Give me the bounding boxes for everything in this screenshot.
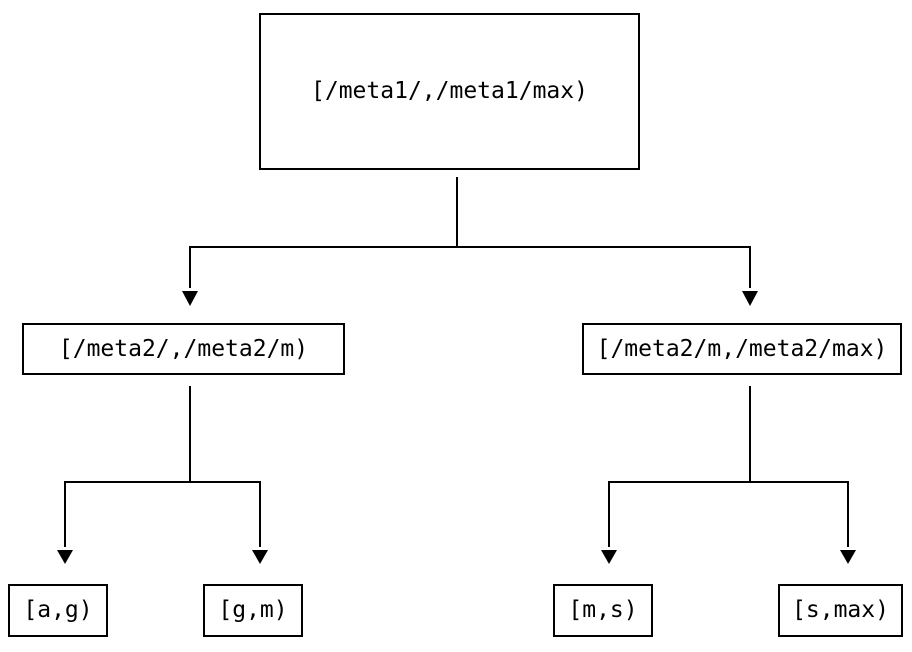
connector-right-children [601, 386, 856, 564]
connector-root-children [182, 177, 758, 306]
tree-node-mid-left: [/meta2/,/meta2/m) [22, 323, 345, 375]
tree-node-leaf-ag: [a,g) [8, 584, 108, 637]
tree-node-leaf-ms: [m,s) [553, 584, 653, 637]
tree-node-leaf-smax: [s,max) [778, 584, 903, 637]
tree-node-label: [/meta2/,/meta2/m) [58, 335, 309, 362]
arrowhead-down-icon [742, 291, 758, 306]
tree-node-label: [/meta2/m,/meta2/max) [596, 335, 888, 362]
tree-node-label: [m,s) [568, 597, 638, 623]
arrowhead-down-icon [252, 550, 268, 564]
arrowhead-down-icon [182, 291, 198, 306]
tree-node-leaf-gm: [g,m) [203, 584, 303, 637]
tree-node-label: [g,m) [218, 597, 288, 623]
tree-node-label: [/meta1/,/meta1/max) [311, 78, 588, 104]
tree-node-label: [s,max) [792, 597, 889, 623]
connector-left-children [57, 386, 268, 564]
arrowhead-down-icon [840, 550, 856, 564]
arrowhead-down-icon [601, 550, 617, 564]
tree-node-mid-right: [/meta2/m,/meta2/max) [582, 323, 902, 375]
tree-node-root: [/meta1/,/meta1/max) [259, 13, 640, 170]
arrowhead-down-icon [57, 550, 73, 564]
tree-node-label: [a,g) [23, 597, 93, 623]
